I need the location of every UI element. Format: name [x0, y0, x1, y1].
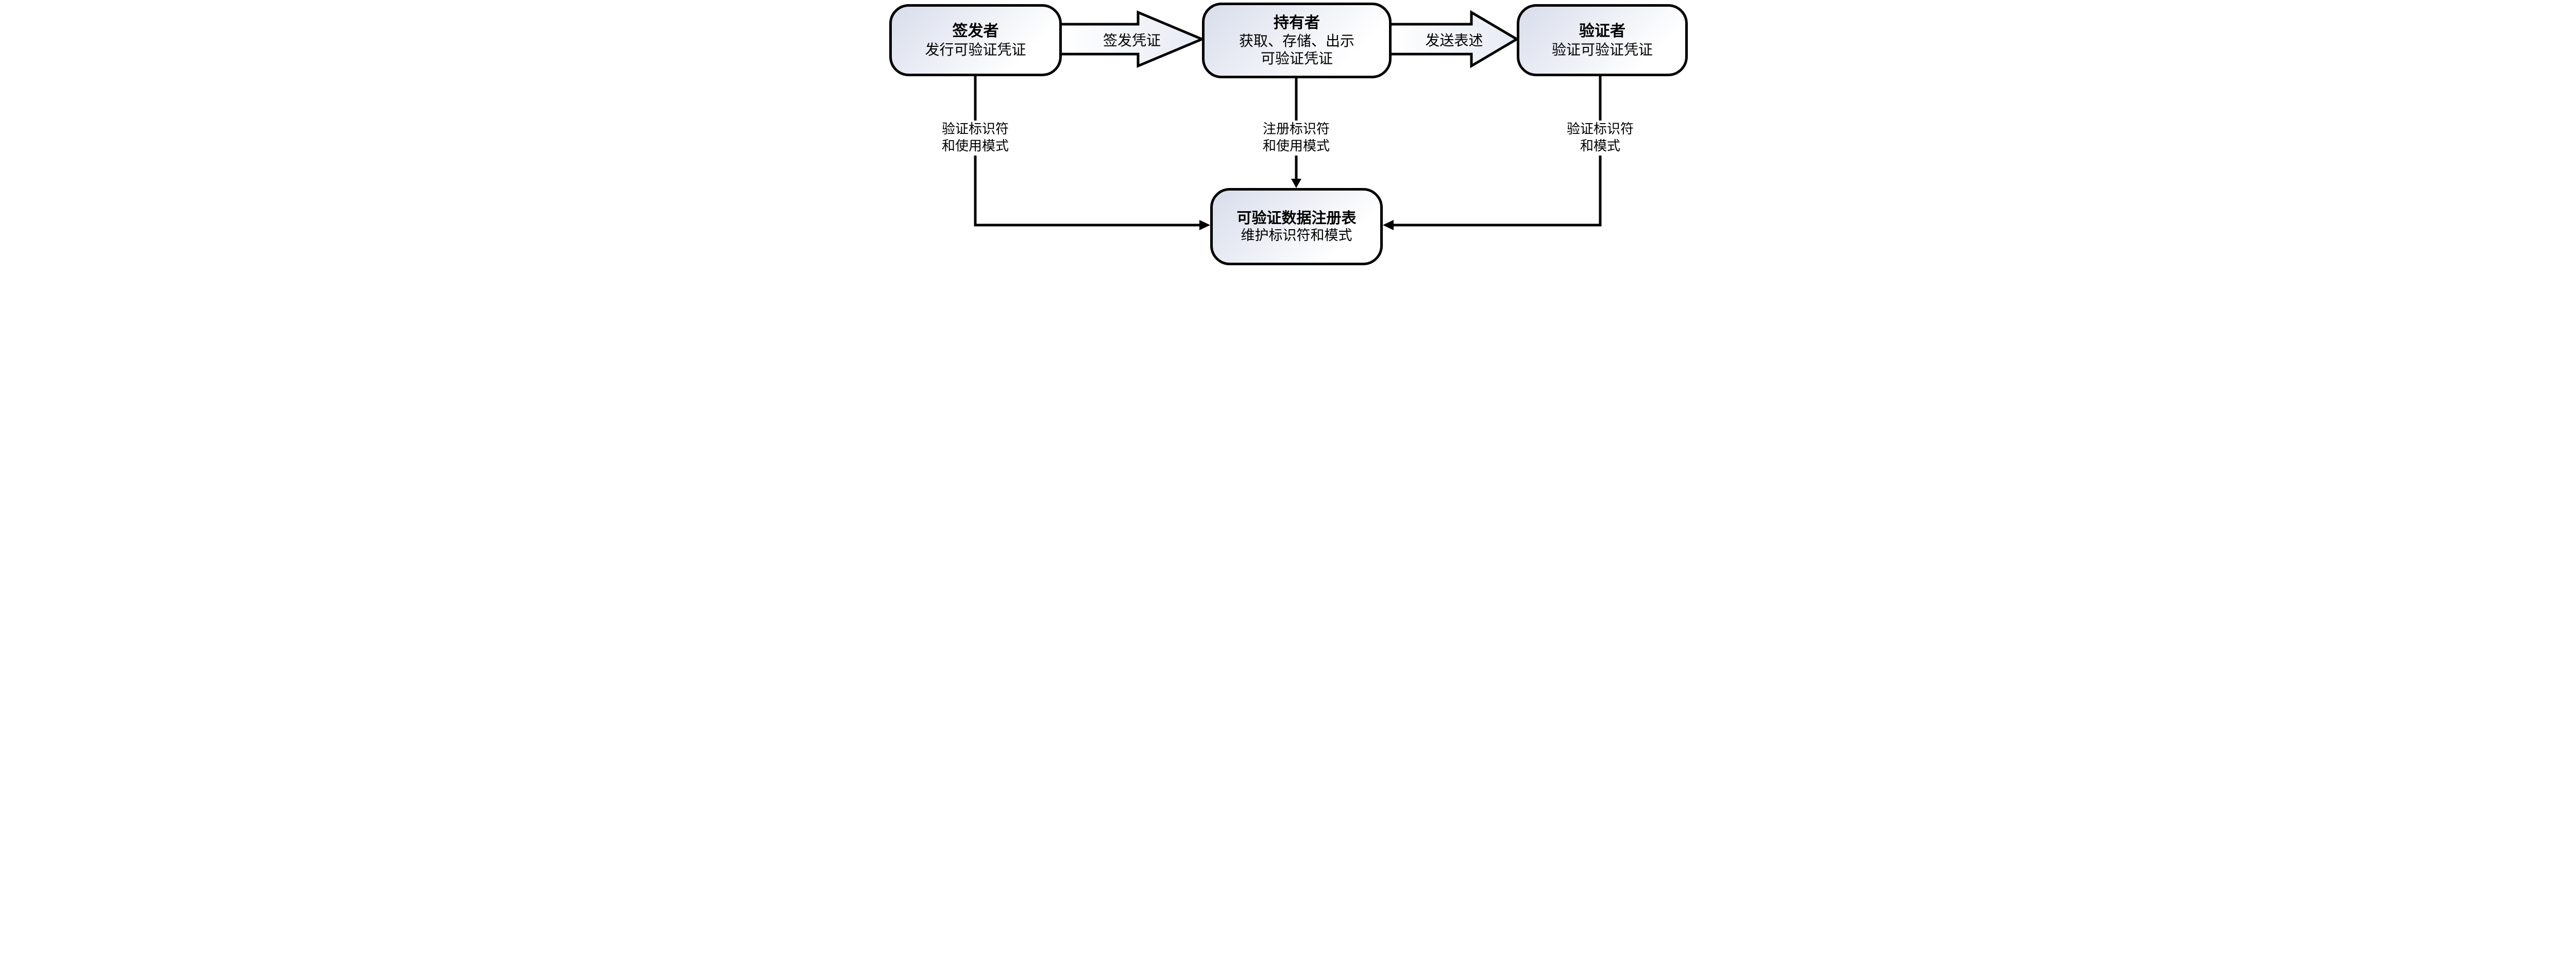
block-arrow-shape: [1062, 10, 1206, 68]
connector-label-line: 和模式: [1580, 139, 1621, 154]
connector-label-holder-registry: 注册标识符 和使用模式: [1259, 121, 1333, 156]
connector-label-line: 和使用模式: [941, 139, 1009, 154]
node-subtitle: 获取、存储、出示: [1239, 32, 1354, 50]
node-title: 持有者: [1274, 13, 1320, 32]
node-subtitle: 可验证凭证: [1260, 50, 1333, 67]
block-arrow-shape: [1392, 10, 1519, 69]
node-holder: 持有者 获取、存储、出示 可验证凭证: [1202, 3, 1392, 78]
connector-label-line: 验证标识符: [1566, 122, 1634, 137]
node-subtitle: 维护标识符和模式: [1241, 227, 1352, 244]
arrowhead-down-icon: [1291, 179, 1301, 188]
node-title: 可验证数据注册表: [1236, 209, 1357, 227]
connector-label-issuer-registry: 验证标识符 和使用模式: [938, 121, 1012, 156]
block-arrow-issue: [1062, 10, 1206, 68]
connector-label-line: 验证标识符: [941, 122, 1009, 137]
arrowhead-left-icon: [1383, 220, 1394, 230]
node-subtitle: 发行可验证凭证: [925, 41, 1026, 58]
connector-label-verifier-registry: 验证标识符 和模式: [1563, 121, 1637, 156]
node-title: 验证者: [1579, 22, 1625, 41]
node-subtitle: 验证可验证凭证: [1551, 41, 1653, 58]
arrowhead-right-icon: [1199, 220, 1210, 230]
node-title: 签发者: [952, 22, 999, 41]
connector-label-line: 和使用模式: [1262, 139, 1330, 154]
node-verifier: 验证者 验证可验证凭证: [1517, 4, 1688, 76]
connector-label-line: 注册标识符: [1262, 122, 1330, 137]
node-registry: 可验证数据注册表 维护标识符和模式: [1210, 188, 1383, 265]
node-issuer: 签发者 发行可验证凭证: [889, 4, 1062, 76]
diagram-canvas: 签发凭证 发送表述 签发者 发行可验证凭证 持有者 获取、存储、出示 可验证凭证…: [884, 0, 1692, 267]
block-arrow-present: [1392, 10, 1519, 69]
